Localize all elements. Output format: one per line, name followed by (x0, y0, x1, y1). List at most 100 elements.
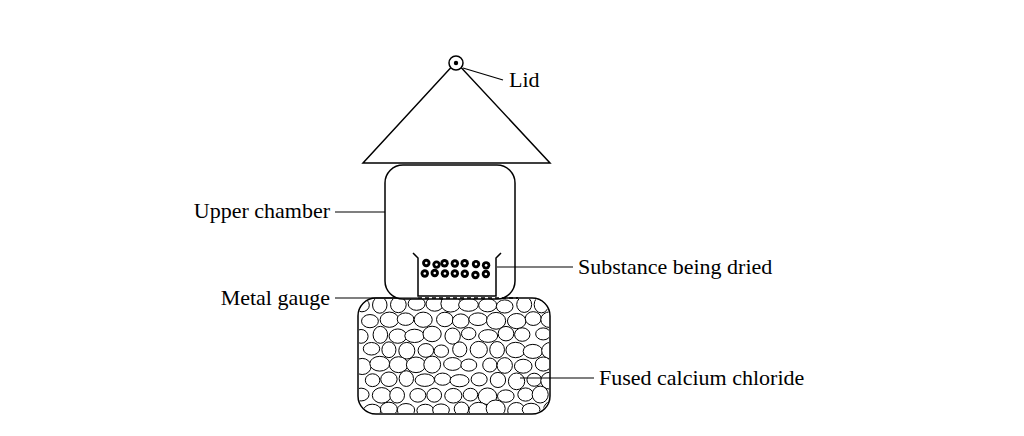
grain (440, 259, 448, 267)
pellet (418, 344, 434, 358)
pellet (359, 358, 371, 374)
pellet (461, 359, 477, 371)
grain (472, 260, 480, 268)
pellet (535, 357, 549, 371)
pellet (490, 342, 505, 358)
pellet (506, 342, 525, 357)
pellet (382, 342, 396, 358)
pellet (454, 402, 469, 413)
pellet (410, 388, 426, 402)
pellet (497, 358, 512, 374)
leader-line (335, 211, 385, 212)
pellet (373, 299, 387, 313)
pellet (390, 387, 405, 403)
pellet (486, 400, 505, 413)
part-label: Metal gauge (220, 286, 331, 310)
pellet (515, 328, 530, 341)
pellet (532, 386, 548, 403)
pellet (365, 374, 380, 387)
pellet (437, 312, 454, 326)
pellet (408, 299, 425, 310)
part-label: Lid (508, 68, 541, 92)
pellet (359, 299, 369, 312)
pellet (399, 371, 413, 387)
metal-gauge (418, 297, 518, 299)
pellet (496, 300, 513, 313)
grain (421, 269, 429, 277)
pellet (434, 345, 448, 357)
pellet (523, 344, 542, 358)
pellet (483, 358, 497, 372)
lid (363, 62, 550, 163)
pellet (373, 326, 388, 343)
pellet (372, 388, 391, 404)
pellet (380, 312, 399, 327)
grain (441, 269, 449, 277)
pellet (479, 330, 498, 343)
pellet (406, 357, 425, 373)
pellet (441, 299, 461, 312)
pellet (536, 328, 549, 340)
pellet (417, 404, 434, 413)
pellet (527, 373, 542, 386)
pellet (459, 299, 479, 311)
part-label: Fused calcium chloride (598, 366, 805, 390)
pellet (424, 356, 441, 373)
leader-line (335, 297, 418, 298)
pellet (544, 401, 549, 413)
pellet (434, 373, 450, 385)
lower-chamber (358, 298, 550, 414)
lid-knob-dot (454, 61, 458, 65)
pellet (450, 375, 469, 387)
pellet (389, 329, 407, 343)
pellet (479, 299, 497, 312)
pellet (391, 299, 407, 313)
pellet (461, 328, 475, 340)
pellet (397, 404, 414, 413)
grain (482, 261, 490, 269)
pellet (415, 374, 434, 387)
pellet (525, 312, 541, 326)
grain (451, 259, 459, 267)
grain (482, 270, 490, 278)
pellet (469, 313, 487, 326)
grain (422, 259, 430, 267)
pellet (514, 359, 532, 373)
pellet (380, 402, 397, 413)
pellet (522, 403, 540, 413)
pellet (470, 341, 487, 358)
pellet (542, 342, 549, 359)
grain (432, 260, 440, 268)
leader-line (463, 68, 503, 80)
pellet (490, 372, 505, 387)
pellet (414, 312, 432, 327)
leader-line (520, 377, 594, 378)
grain (431, 269, 439, 277)
pellet (471, 373, 487, 386)
leader-line (497, 266, 573, 267)
pellet (518, 388, 533, 401)
grain (471, 271, 479, 279)
beaker (413, 253, 501, 296)
pellet (452, 314, 469, 328)
grain (460, 259, 468, 267)
pellet (381, 372, 397, 387)
grain (461, 270, 469, 278)
pellet (453, 342, 467, 357)
pellet (433, 404, 450, 413)
grain (451, 269, 459, 277)
pellet (541, 312, 549, 328)
pellet (469, 402, 489, 413)
pellet (517, 299, 532, 312)
pellet (444, 358, 462, 371)
pellet (463, 388, 478, 401)
pellet (507, 313, 525, 328)
pellet (359, 388, 369, 401)
pellet (405, 329, 424, 342)
pellet (364, 404, 381, 413)
pellet (363, 342, 379, 355)
pellet (389, 357, 408, 373)
pellet (397, 313, 414, 325)
pellet (508, 373, 524, 390)
